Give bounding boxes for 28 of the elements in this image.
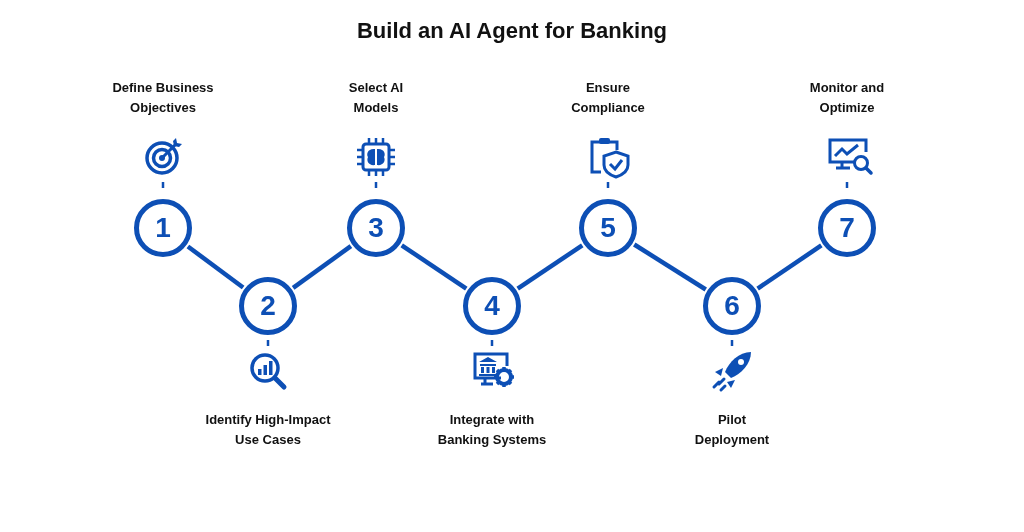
step-label: Select AI Models [347,79,405,117]
step-label: Monitor and Optimize [808,79,886,117]
step-circle [579,199,637,257]
step-label: Define Business Objectives [111,79,215,117]
step-circle [347,199,405,257]
connector-line [186,244,245,290]
connector-line [516,243,584,291]
step-number: 4 [484,290,500,322]
connector-line [756,243,823,291]
step-circle [134,199,192,257]
step-number: 3 [368,212,384,244]
connector-line [400,243,468,291]
diagram-title: Build an AI Agent for Banking [356,18,668,44]
step-circle [703,277,761,335]
step-number: 7 [839,212,855,244]
step-circle [463,277,521,335]
step-label: Integrate with Banking Systems [436,411,548,449]
connector-line [291,244,353,290]
step-circle [239,277,297,335]
step-number: 5 [600,212,616,244]
step-number: 6 [724,290,740,322]
step-circle [818,199,876,257]
step-label: Ensure Compliance [570,79,646,117]
step-number: 2 [260,290,276,322]
step-label: Pilot Deployment [693,411,771,449]
connector-line [633,242,707,292]
step-label: Identify High-Impact Use Cases [204,411,332,449]
step-number: 1 [155,212,171,244]
